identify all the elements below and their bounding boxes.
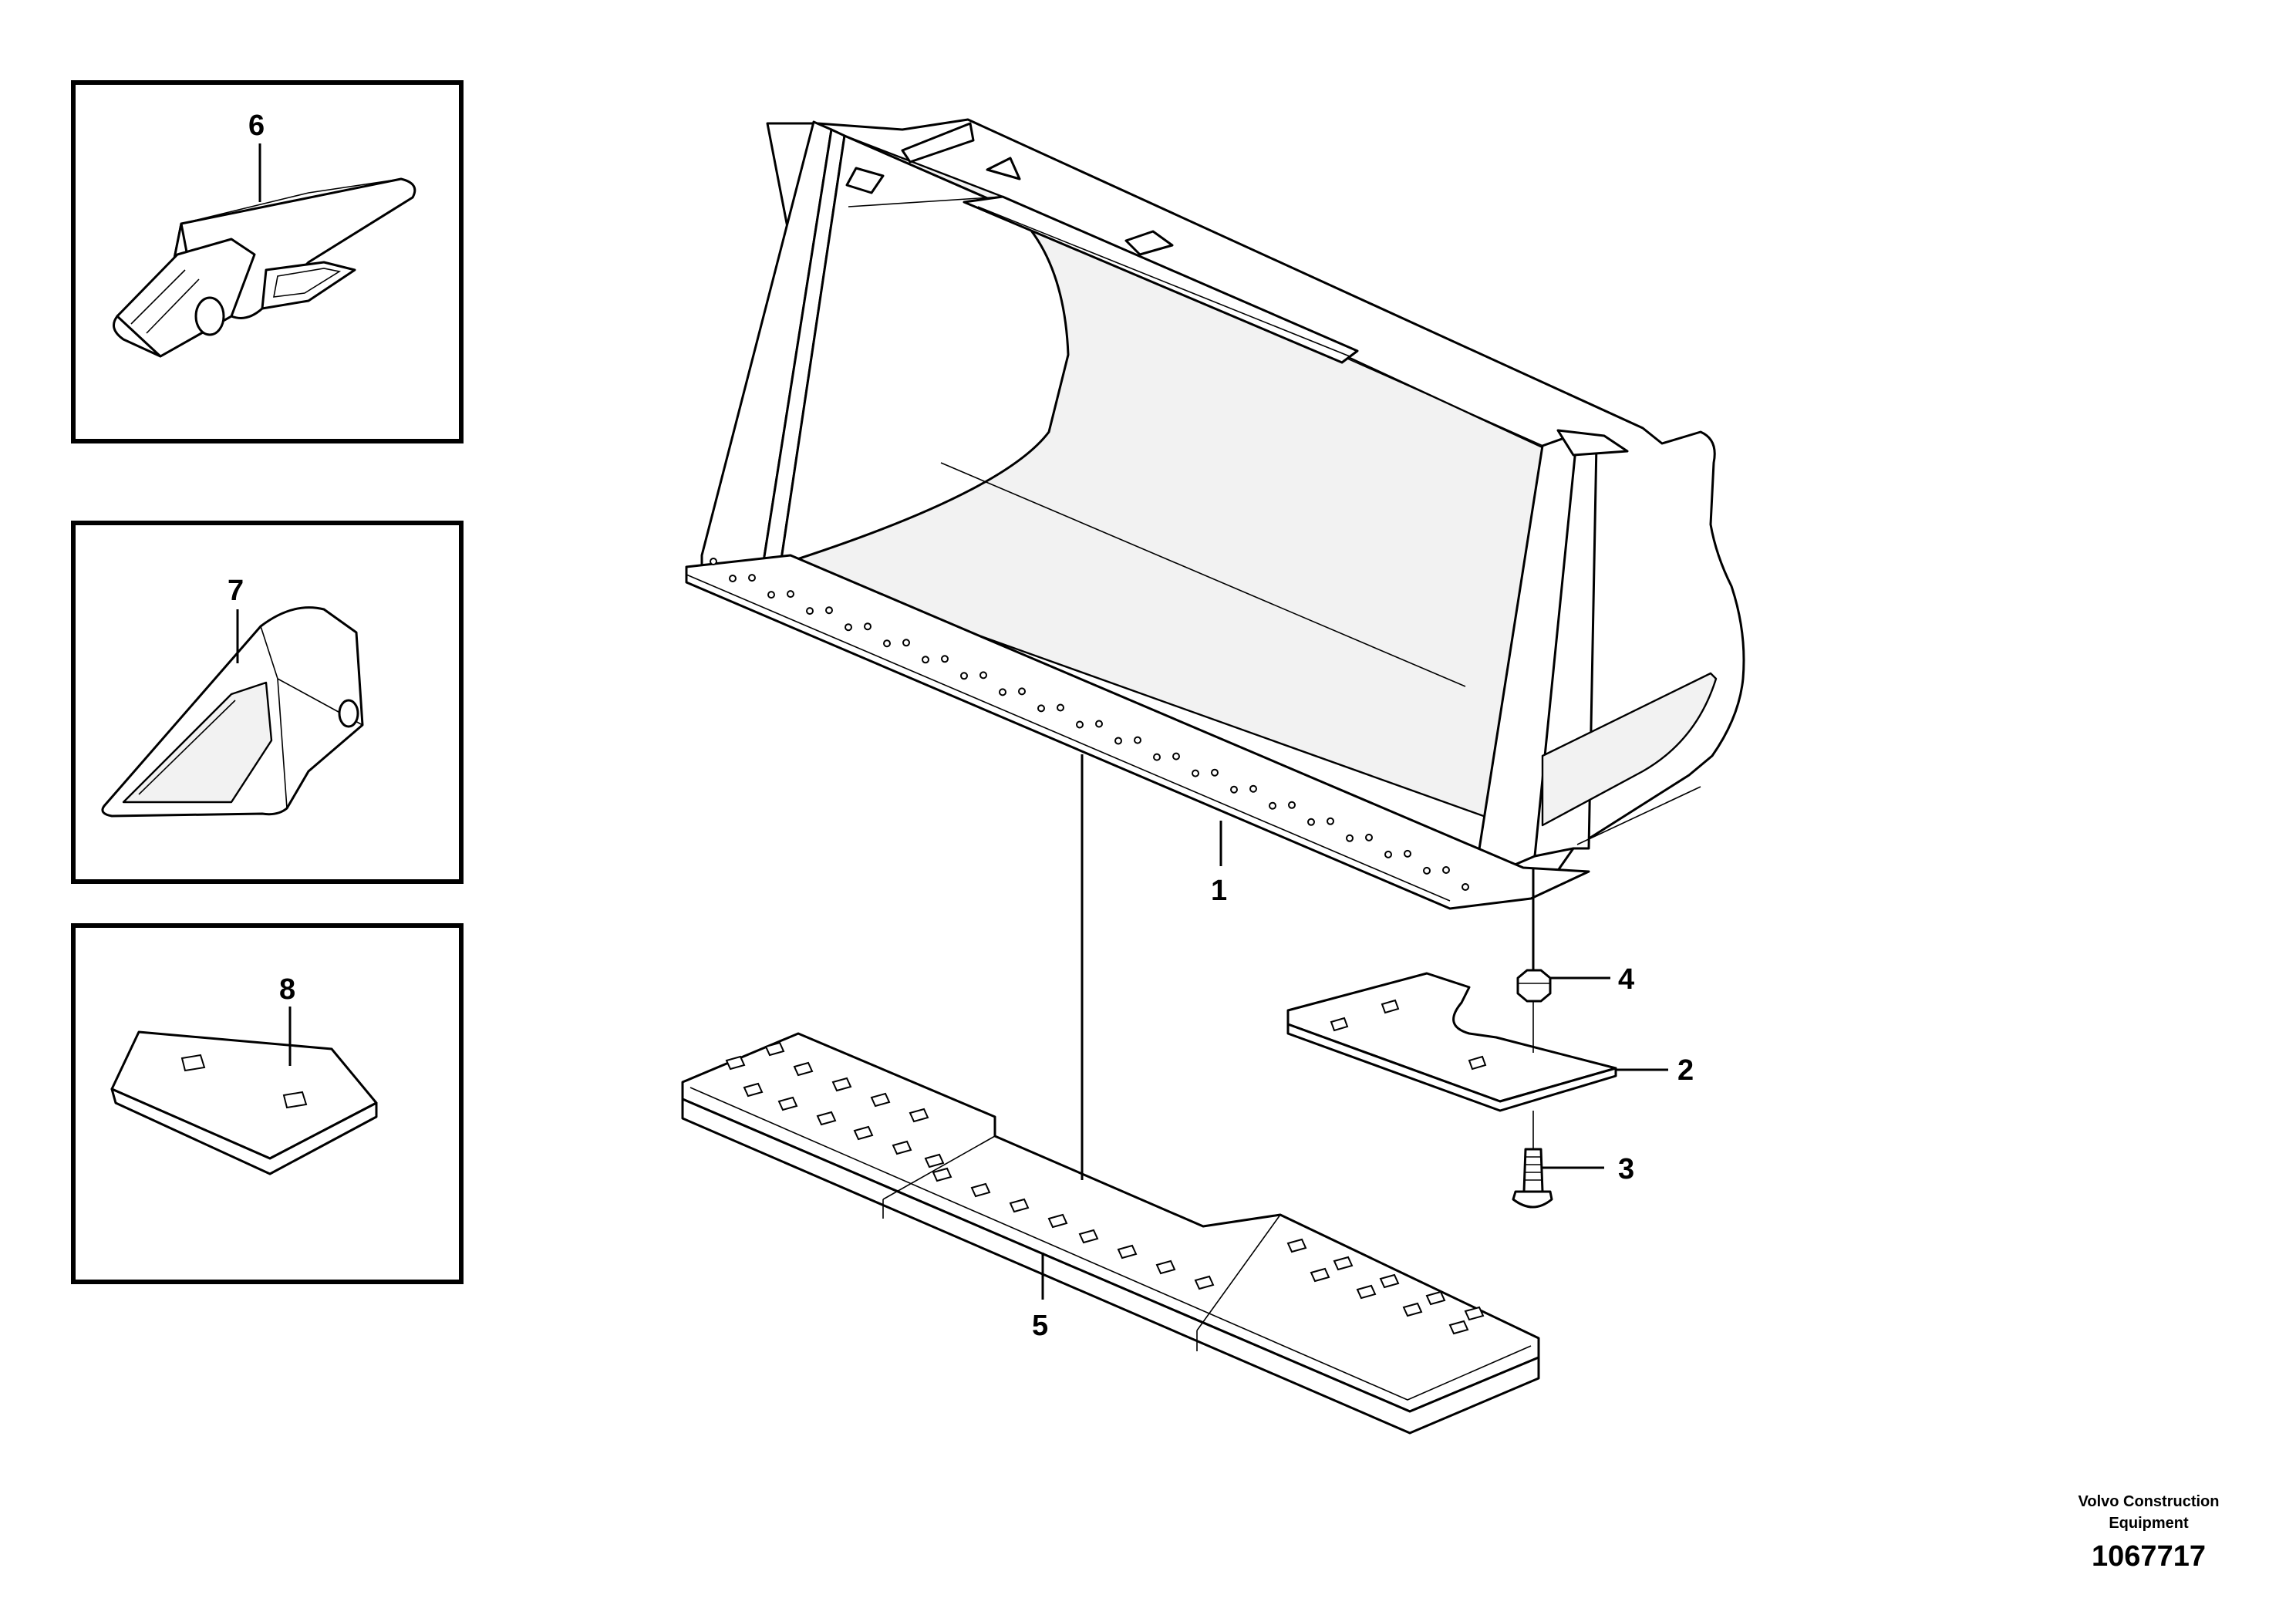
bolt-hole [1288,801,1296,809]
bucket-drawing [685,118,1745,910]
bolt-hole [1076,720,1084,729]
bolt-hole [1134,736,1141,744]
bolt-hole [1307,818,1315,826]
segment-hole [1155,1259,1176,1275]
segment-hole [932,1167,952,1182]
bolt-hole [941,655,949,663]
segment-hole [1117,1244,1138,1259]
bolt-hole [1230,785,1238,794]
segment-drawing [110,1030,378,1175]
tooth-adapter-drawing [113,177,416,358]
bolt-hole [710,558,717,565]
bolt-hole [1095,720,1103,728]
bolt-hole [1404,849,1411,858]
bolt-hole [1346,834,1354,842]
bolt-hole [1172,752,1180,760]
bolt-hole [825,606,833,615]
bolt-hole [1462,883,1469,891]
callout-6: 6 [248,110,265,142]
bolt-hole [806,607,814,615]
bolt-hole [1423,866,1431,875]
callout-2: 2 [1677,1054,1694,1087]
segment-hole [816,1111,837,1126]
segment-hole [1379,1273,1400,1289]
callout-4: 4 [1618,963,1634,996]
document-number: 1067717 [2092,1540,2206,1573]
segment-hole [793,1061,814,1077]
inset-box-segment: 8 [71,923,464,1284]
segment-hole [909,1108,929,1123]
bolt-hole [1211,768,1219,777]
bolt-hole [729,575,737,582]
tooth-drawing [101,606,364,818]
callout-1: 1 [1211,875,1227,907]
segment-bolt-holes [725,1041,1485,1335]
edge-segments-drawing [681,1032,1540,1435]
segment-hole [1047,1213,1068,1229]
bolt-hole [902,639,910,647]
segment-hole [764,1041,785,1057]
bolt-hole [1057,703,1064,712]
segment-hole [777,1096,798,1111]
brand-line-2: Equipment [2109,1515,2189,1532]
bolt-hole [979,671,987,679]
callout-7: 7 [228,575,244,607]
bolt-hole [999,688,1006,696]
wear-plate-drawing [1286,972,1617,1112]
segment-hole [1333,1256,1354,1271]
bolt-hole [922,656,929,664]
bolt-hole [1114,737,1122,745]
bolt-hole [883,639,891,648]
inset-box-tooth-adapter: 6 [71,80,464,443]
segment-hole [1009,1198,1030,1213]
segment-hole [924,1153,945,1168]
segment-hole [1310,1267,1330,1283]
bolt-hole [845,623,852,632]
brand-line-1: Volvo Construction [2079,1493,2220,1510]
nut-drawing [1516,868,1552,1053]
segment-hole [725,1055,746,1071]
bolt-hole [1269,801,1276,810]
segment-hole [831,1077,852,1092]
segment-hole [1425,1290,1446,1306]
bolt-hole [1249,784,1257,793]
callout-5: 5 [1032,1310,1048,1342]
bolt-hole [1442,866,1450,874]
callout-3: 3 [1618,1153,1634,1185]
cutting-edge-holes [710,558,1469,891]
segment-hole [853,1125,874,1141]
segment-hole [743,1082,764,1098]
bolt-hole [1192,769,1199,777]
bolt-hole [1037,704,1045,713]
segment-hole [870,1092,891,1108]
segment-hole [970,1182,991,1198]
bolt-hole [864,622,872,631]
bolt-hole [1327,817,1334,825]
bolt-hole [1384,850,1392,858]
bolt-hole [787,590,794,599]
segment-hole [1402,1302,1423,1317]
segment-hole [1356,1284,1377,1300]
segment-hole [1078,1229,1099,1244]
bolt-hole [1153,753,1161,761]
segment-hole [1286,1238,1307,1253]
bolt-hole [1018,687,1026,696]
bolt-hole [748,574,756,582]
segment-hole [892,1140,912,1155]
segment-hole [1448,1320,1469,1335]
callout-8: 8 [279,973,295,1006]
inset-box-tooth: 7 [71,521,464,884]
bolt-hole [960,672,968,680]
segment-hole [1464,1306,1485,1321]
bolt-drawing [1512,1111,1553,1209]
segment-hole [1194,1275,1215,1290]
bolt-hole [1365,833,1373,841]
bolt-hole [767,591,775,599]
